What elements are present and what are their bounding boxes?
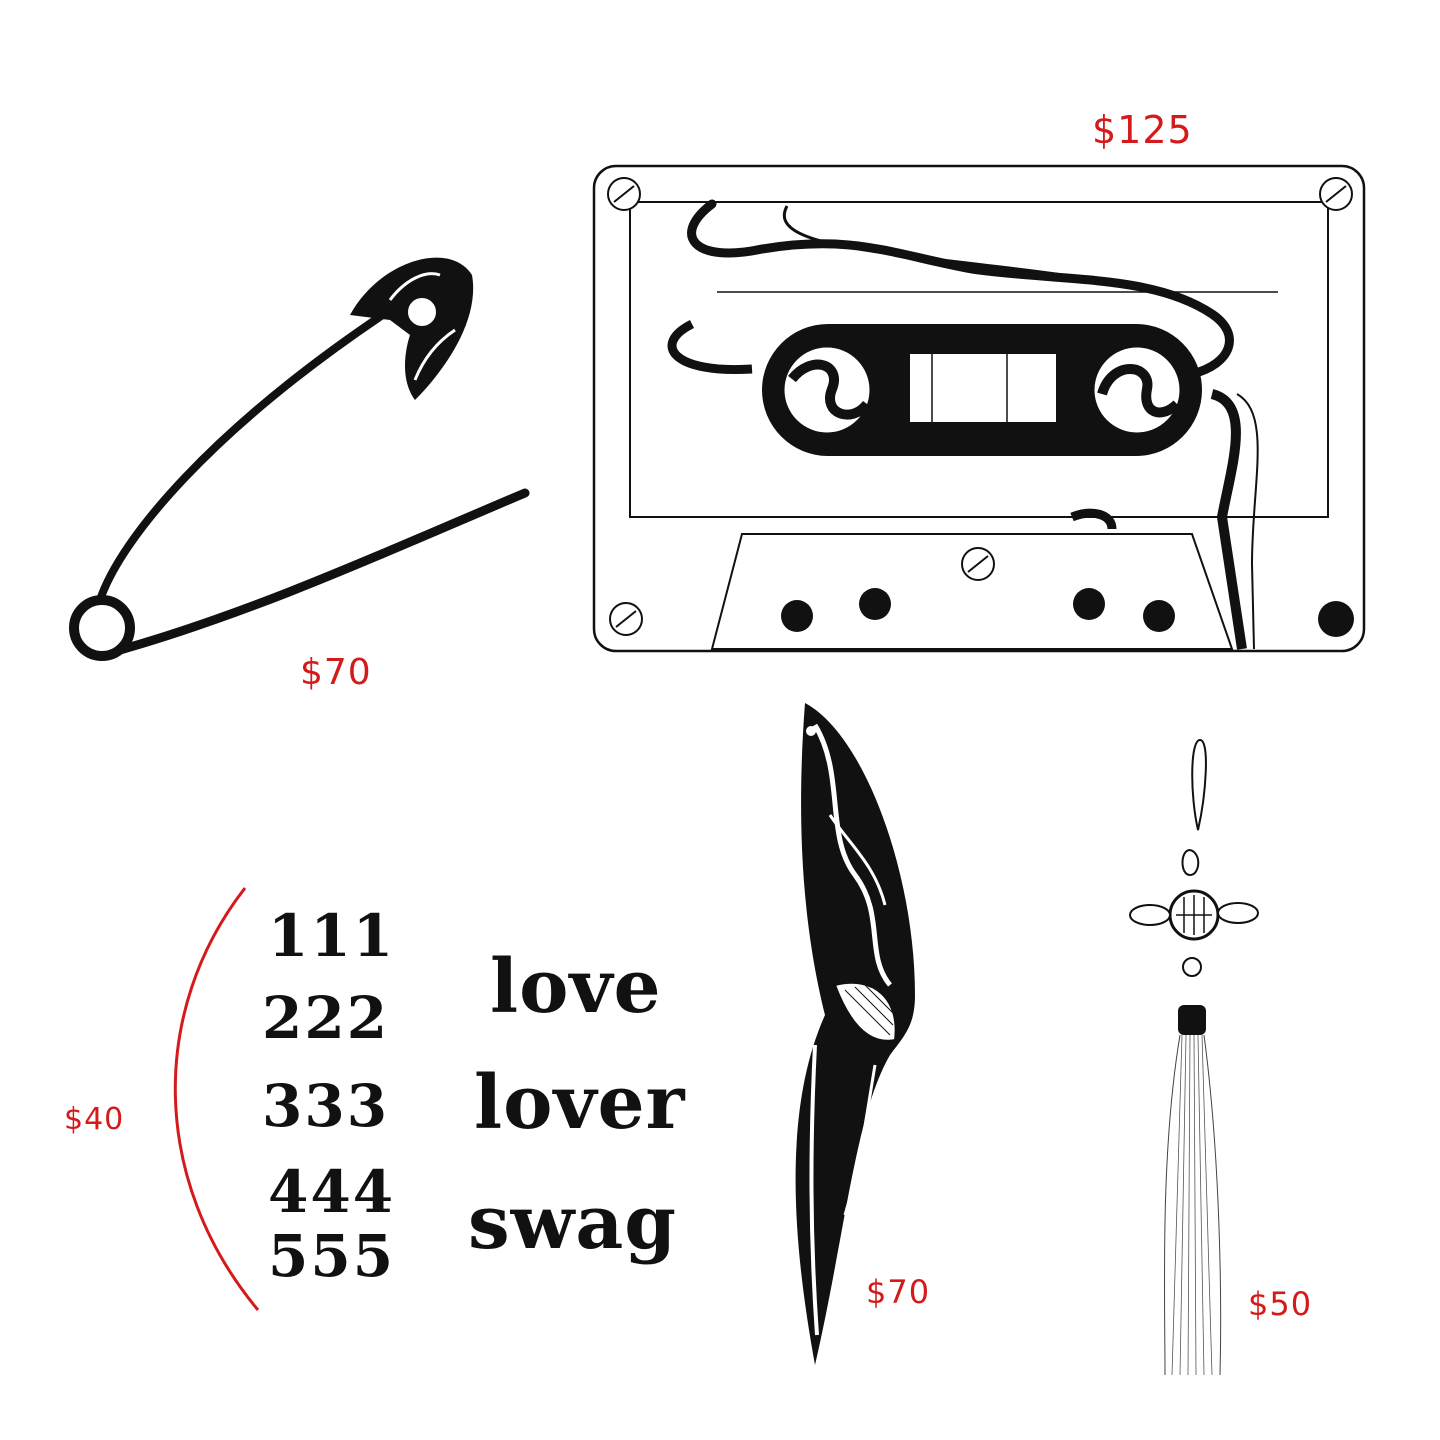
price-safety-pin: $70 xyxy=(300,652,372,693)
price-knife: $70 xyxy=(866,1273,931,1311)
price-flash-text: $40 xyxy=(64,1102,125,1137)
flash-word: lover xyxy=(474,1060,686,1146)
price-tassel: $50 xyxy=(1248,1285,1313,1323)
price-cassette: $125 xyxy=(1092,108,1193,152)
safety-pin-drawing xyxy=(69,257,530,661)
flash-number: 444 xyxy=(268,1158,396,1226)
knife-drawing xyxy=(795,703,915,1365)
flash-number: 333 xyxy=(262,1072,390,1140)
flash-word: love xyxy=(490,944,662,1030)
bracket-line xyxy=(173,887,260,1311)
flash-number: 222 xyxy=(262,984,390,1052)
flash-number: 111 xyxy=(268,902,396,970)
cassette-tape-drawing xyxy=(592,164,1366,653)
tassel-charm-drawing xyxy=(1129,738,1259,1376)
flash-word: swag xyxy=(468,1180,678,1266)
flash-number: 555 xyxy=(268,1222,396,1290)
